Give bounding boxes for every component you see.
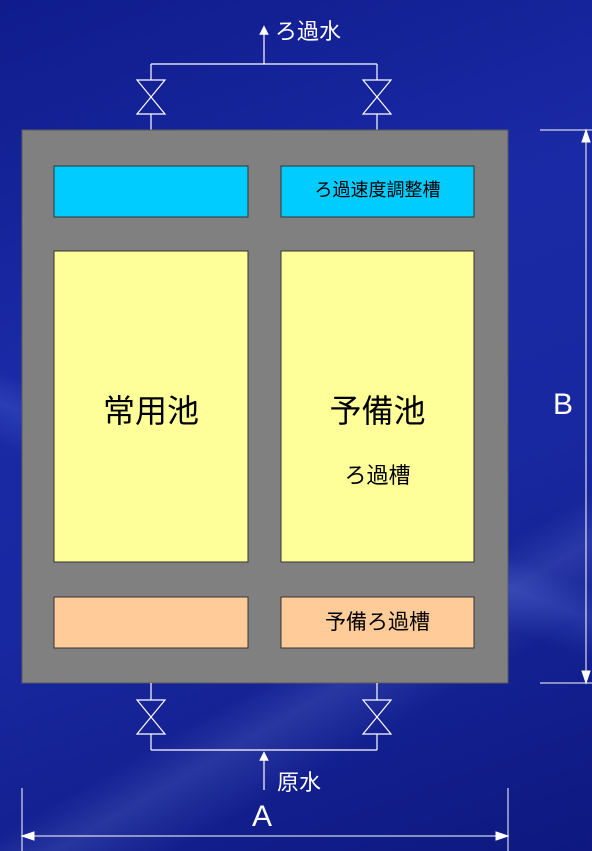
raw-water-label: 原水 xyxy=(277,771,322,796)
dimension-b-label: B xyxy=(553,388,574,421)
inlet-valve-left xyxy=(135,699,167,735)
filtered-water-label: ろ過水 xyxy=(275,20,342,45)
dimension-b-line xyxy=(540,128,592,685)
dimension-a-label: A xyxy=(252,800,273,833)
regular-pond-box xyxy=(53,250,249,563)
cyan-box-left xyxy=(53,165,249,218)
spare-filter-tank-label: 予備ろ過槽 xyxy=(325,610,430,634)
regular-pond-label: 常用池 xyxy=(102,392,199,430)
filter-tank-label: ろ過槽 xyxy=(344,464,411,489)
spare-filter-tank-box xyxy=(280,596,475,649)
outlet-valve-left xyxy=(135,79,167,115)
outlet-piping xyxy=(150,25,378,130)
inlet-valve-right xyxy=(361,699,393,735)
outlet-valve-right xyxy=(361,79,393,115)
rate-tank-label: ろ過速度調整槽 xyxy=(314,180,441,201)
spare-pond-box xyxy=(280,250,475,563)
dimension-a-line xyxy=(20,788,510,851)
spare-pond-label: 予備池 xyxy=(329,392,426,430)
rate-tank-box xyxy=(280,165,475,218)
inlet-piping xyxy=(150,683,378,790)
peach-box-left xyxy=(53,596,249,649)
